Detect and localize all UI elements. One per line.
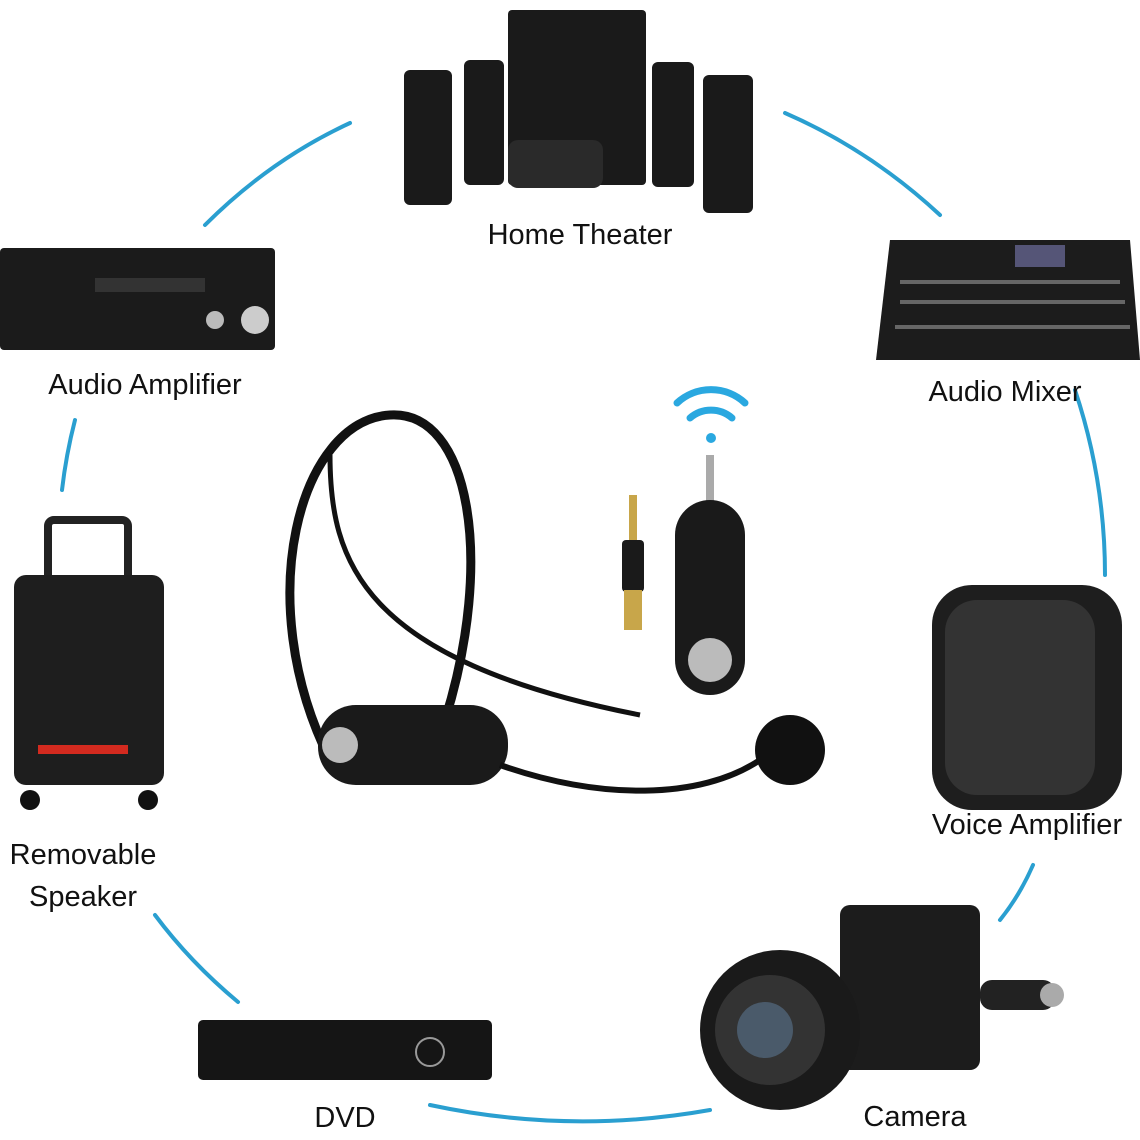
connector-arc xyxy=(203,121,352,227)
dvd-label: DVD xyxy=(314,1102,376,1134)
camera-label: Camera xyxy=(863,1101,967,1133)
audio-mixer-label: Audio Mixer xyxy=(928,376,1082,408)
headset-microphone-image xyxy=(285,410,825,794)
wireless-receiver-image xyxy=(675,455,745,695)
audio-mixer-image xyxy=(876,240,1140,360)
camera-image xyxy=(700,905,1064,1110)
connector-arc xyxy=(60,418,77,492)
audio-amplifier-label: Audio Amplifier xyxy=(48,369,242,401)
adapter-plug-image xyxy=(622,495,644,630)
voice-amplifier-image xyxy=(932,585,1122,810)
removable-speaker-label-line1: Removable xyxy=(9,839,157,871)
connector-arc xyxy=(428,1103,712,1124)
home-theater-image xyxy=(404,10,753,213)
connector-arcs xyxy=(60,111,1107,1124)
connector-arc xyxy=(1073,388,1107,577)
home-theater-label: Home Theater xyxy=(487,219,673,251)
connector-arc xyxy=(998,863,1035,922)
voice-amplifier-label: Voice Amplifier xyxy=(931,809,1123,841)
dvd-image xyxy=(198,1020,492,1080)
wifi-icon xyxy=(673,386,749,443)
removable-speaker-label-line2: Speaker xyxy=(28,881,138,913)
removable-speaker-image xyxy=(14,516,164,810)
connector-arc xyxy=(153,913,240,1004)
connector-arc xyxy=(783,111,942,217)
audio-amplifier-image xyxy=(0,248,275,350)
